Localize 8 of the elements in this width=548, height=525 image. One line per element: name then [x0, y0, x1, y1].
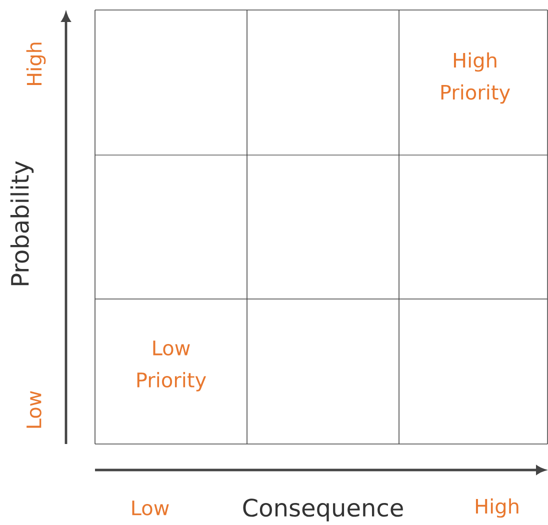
axis-title: Probability — [10, 161, 34, 286]
axis-label: High — [476, 498, 518, 518]
axis-label: Low — [132, 500, 169, 516]
axis-title: Consequence — [243, 498, 403, 522]
axis-label: Low — [26, 391, 42, 428]
axis-label: High — [26, 42, 46, 86]
cell-label: High Priority — [441, 52, 510, 104]
cell-label: Low Priority — [137, 340, 206, 392]
